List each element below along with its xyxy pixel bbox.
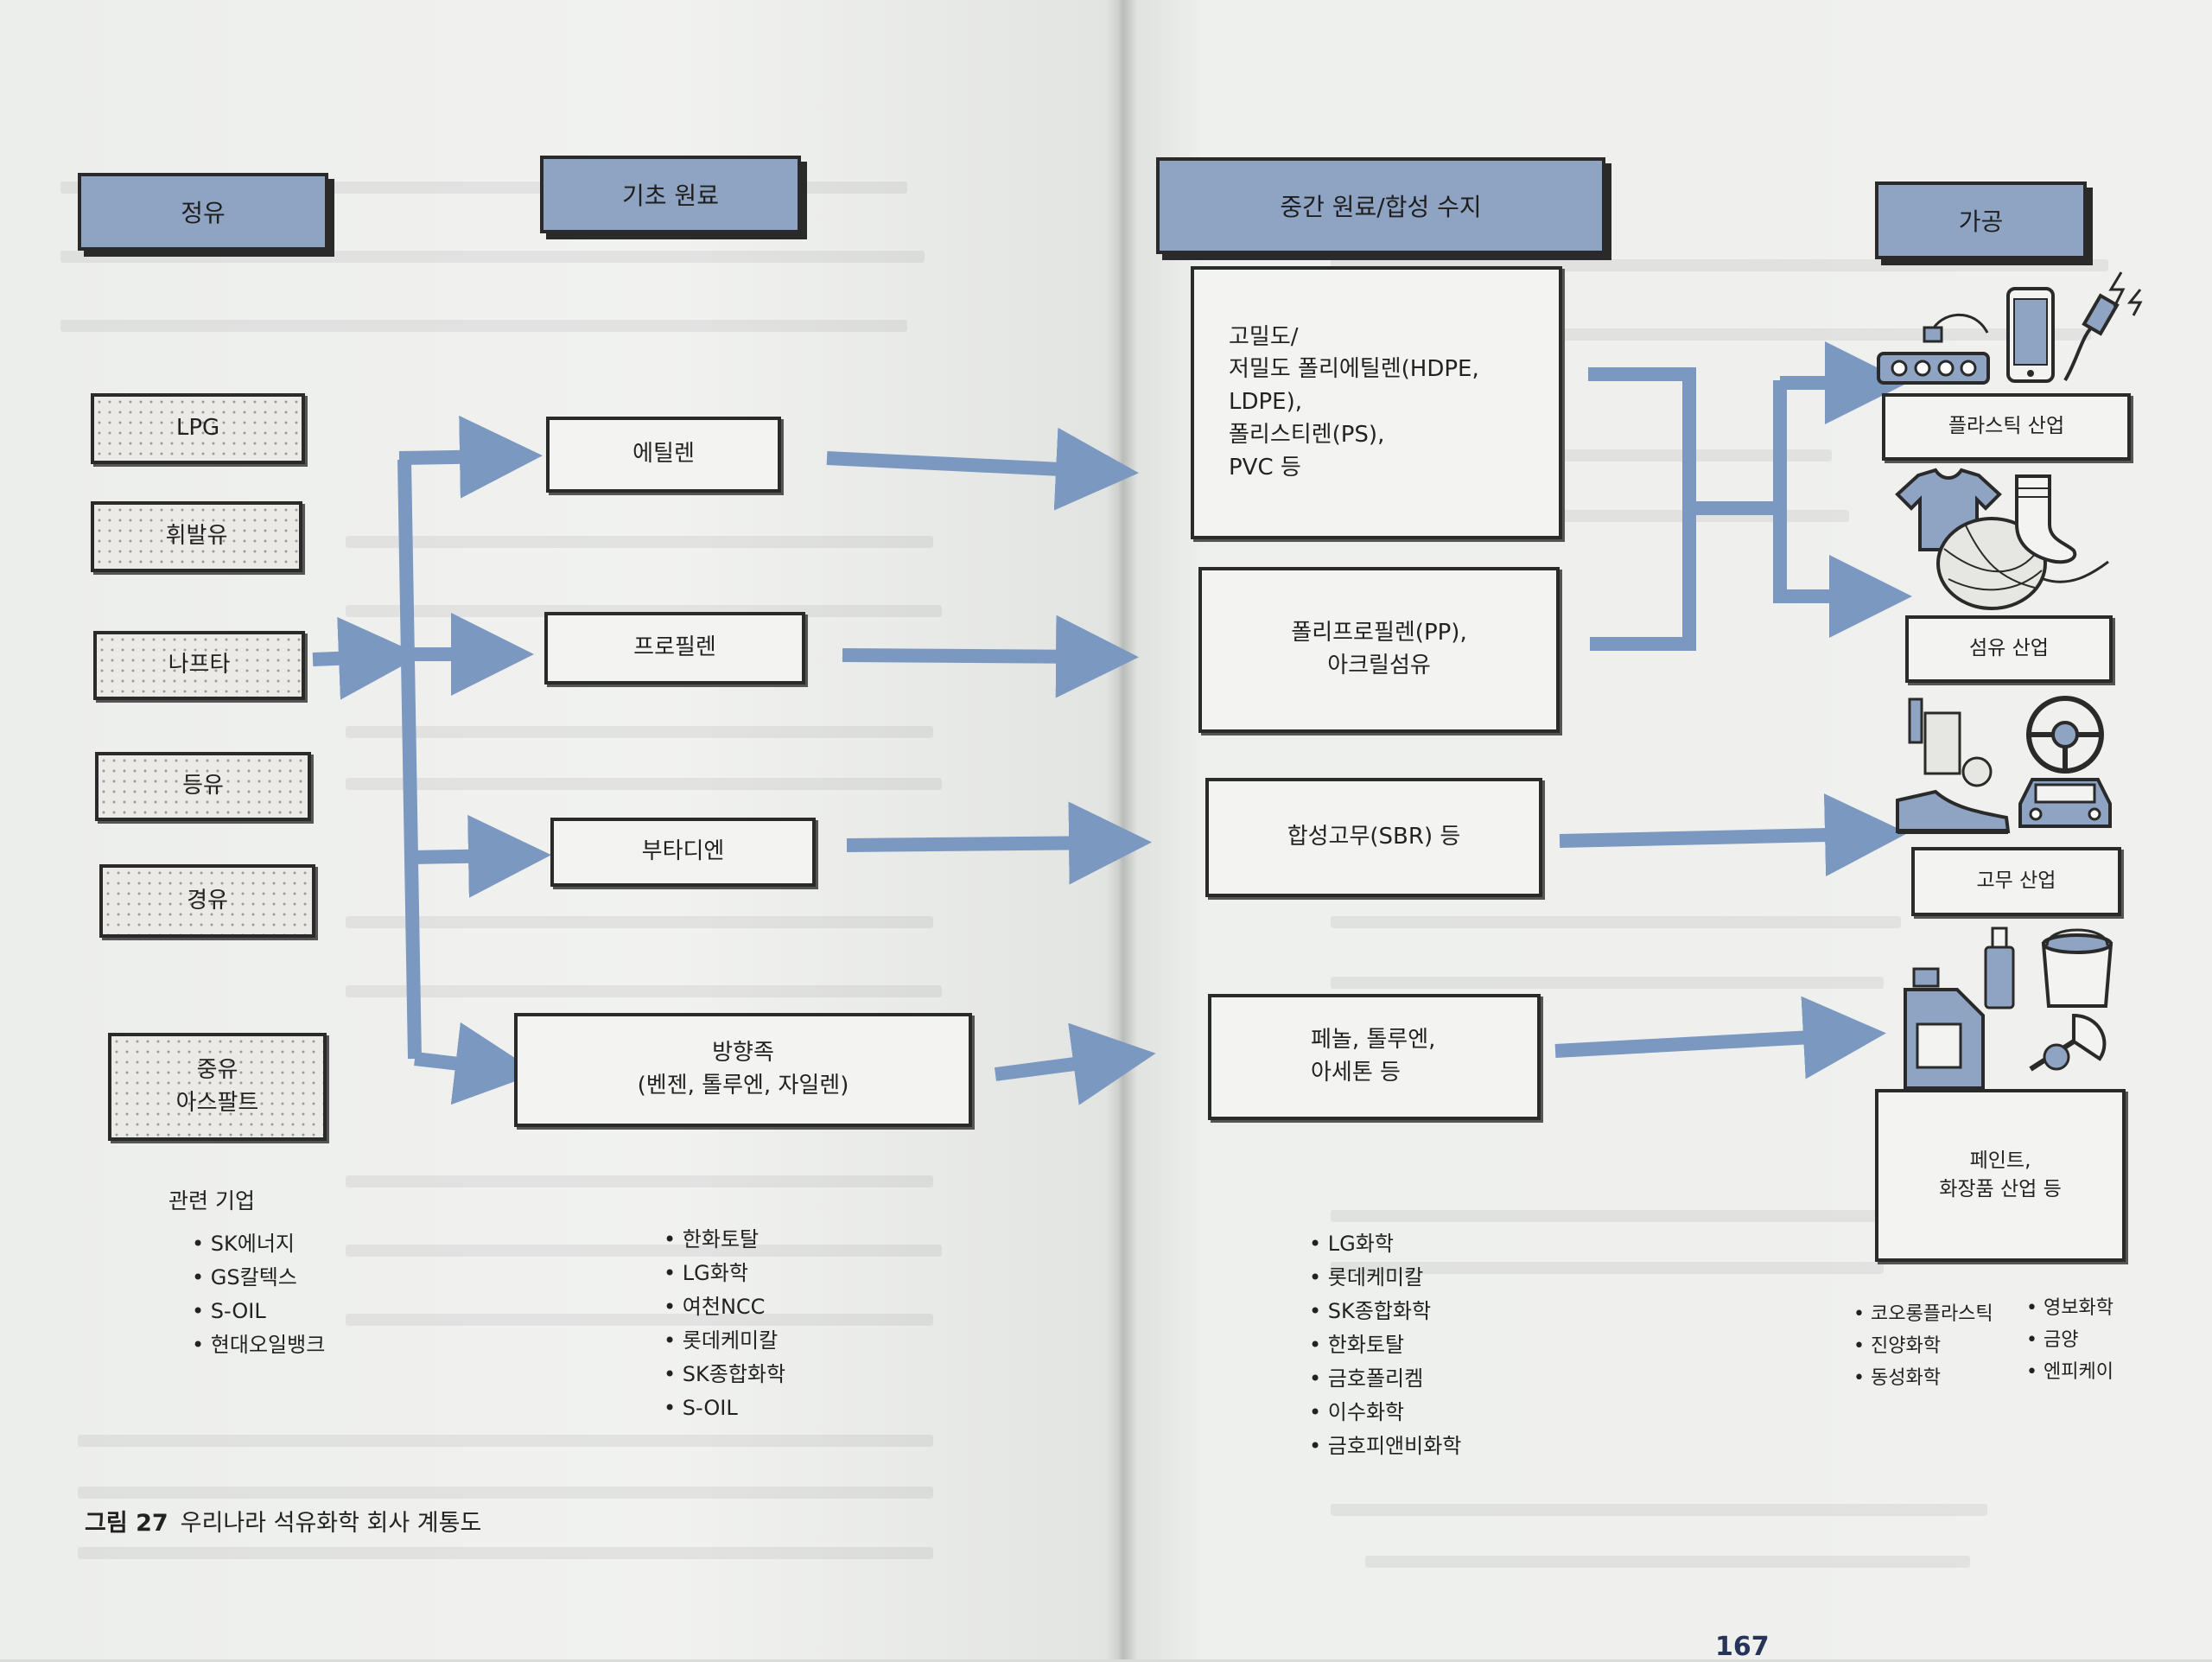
arrow-rubber: [1559, 793, 1908, 877]
header-processing: 가공: [1875, 181, 2087, 259]
company-item: 코오롱플라스틱: [1853, 1298, 1993, 1330]
company-item: S-OIL: [192, 1295, 325, 1328]
header-intermediate: 중간 원료/합성 수지: [1156, 157, 1605, 254]
companies-basic: 한화토탈 LG화학 여천NCC 롯데케미칼 SK종합화학 S-OIL: [664, 1223, 785, 1425]
smartphone-icon: [2006, 287, 2055, 383]
company-item: 영보화학: [2026, 1292, 2113, 1324]
box-polypropylene: 폴리프로필렌(PP), 아크릴섬유: [1198, 567, 1560, 733]
companies-processing-b: 영보화학 금양 엔피케이: [2026, 1292, 2113, 1388]
box-propylene: 프로필렌: [544, 612, 805, 685]
company-item: 엔피케이: [2026, 1356, 2113, 1388]
box-naphtha: 나프타: [93, 631, 305, 700]
bracket-to-plastic-fiber: [1588, 367, 1696, 651]
company-item: 한화토탈: [1309, 1328, 1461, 1362]
box-plastic-industry: 플라스틱 산업: [1882, 393, 2131, 461]
racket-icon: [1908, 697, 1993, 787]
company-item: 금양: [2026, 1324, 2113, 1356]
arrow-aromatics: [414, 1022, 538, 1105]
company-item: 진양화학: [1853, 1330, 1993, 1362]
header-basic-materials: 기초 원료: [540, 156, 801, 233]
box-rubber-industry: 고무 산업: [1911, 847, 2121, 916]
box-ethylene: 에틸렌: [546, 417, 781, 493]
paint-bucket-icon: [2041, 928, 2113, 1008]
company-item: 여천NCC: [664, 1290, 785, 1324]
lotion-icon: [1984, 927, 2015, 1009]
arrow-basic-4: [994, 1022, 1156, 1105]
company-item: LG화학: [664, 1257, 785, 1290]
company-item: 이수화학: [1309, 1396, 1461, 1430]
box-synthetic-rubber: 합성고무(SBR) 등: [1205, 778, 1542, 897]
charger-icon: [1923, 313, 1989, 343]
cosmetic-brush-icon: [2029, 1013, 2107, 1072]
company-item: 금호폴리켐: [1309, 1362, 1461, 1396]
arrow-butadiene: [410, 814, 551, 898]
company-item: GS칼텍스: [192, 1261, 325, 1295]
box-heavy-oil-asphalt: 중유 아스팔트: [108, 1033, 327, 1141]
page-number: 167: [1715, 1632, 1770, 1662]
header-refining: 정유: [78, 173, 328, 251]
company-item: 롯데케미칼: [664, 1324, 785, 1358]
company-item: SK종합화학: [1309, 1295, 1461, 1328]
company-item: S-OIL: [664, 1391, 785, 1425]
companies-processing-a: 코오롱플라스틱 진양화학 동성화학: [1853, 1298, 1993, 1394]
sport-shoe-icon: [1896, 789, 2011, 834]
detergent-bottle-icon: [1904, 967, 1985, 1090]
companies-intermediate: LG화학 롯데케미칼 SK종합화학 한화토탈 금호폴리켐 이수화학 금호피앤비화…: [1309, 1227, 1462, 1463]
box-butadiene: 부타디엔: [550, 818, 816, 887]
car-icon: [2018, 778, 2112, 828]
arrow-naphtha: [312, 616, 422, 700]
arrow-basic-3: [846, 801, 1152, 885]
arrow-paint: [1554, 996, 1886, 1079]
company-item: 롯데케미칼: [1309, 1261, 1461, 1295]
arrow-plastic: [1773, 341, 1908, 424]
box-kerosene: 등유: [95, 752, 311, 821]
arrow-basic-2: [842, 614, 1139, 698]
box-polyethylene: 고밀도/ 저밀도 폴리에틸렌(HDPE, LDPE), 폴리스티렌(PS), P…: [1191, 266, 1562, 539]
charger-icon-2: [2063, 271, 2143, 382]
box-gasoline: 휘발유: [91, 501, 302, 572]
figure-caption: 그림 27 우리나라 석유화학 회사 계통도: [85, 1504, 481, 1538]
box-phenol: 페놀, 톨루엔, 아세톤 등: [1208, 994, 1541, 1120]
box-aromatics: 방향족 (벤젠, 톨루엔, 자일렌): [514, 1013, 972, 1127]
steering-wheel-icon: [2026, 696, 2104, 774]
companies-refining: SK에너지 GS칼텍스 S-OIL 현대오일뱅크: [192, 1227, 325, 1362]
figure-number: 그림 27: [85, 1510, 168, 1537]
company-item: LG화학: [1309, 1227, 1461, 1261]
company-item: 현대오일뱅크: [192, 1328, 325, 1362]
company-item: SK에너지: [192, 1227, 325, 1261]
arrow-ethylene: [398, 415, 543, 499]
box-fiber-industry: 섬유 산업: [1905, 615, 2113, 683]
arrow-basic-1: [826, 427, 1139, 511]
related-companies-label: 관련 기업: [168, 1188, 255, 1213]
company-item: 동성화학: [1853, 1362, 1993, 1394]
power-strip-icon: [1877, 352, 1990, 385]
figure-title: 우리나라 석유화학 회사 계통도: [180, 1510, 482, 1537]
yarn-icon: [1936, 517, 2109, 610]
box-paint-cosmetics-industry: 페인트, 화장품 산업 등: [1875, 1089, 2126, 1262]
company-item: 한화토탈: [664, 1223, 785, 1257]
box-lpg: LPG: [91, 393, 305, 464]
trunk-left: [397, 459, 422, 1060]
company-item: SK종합화학: [664, 1358, 785, 1391]
box-diesel: 경유: [99, 864, 315, 938]
socks-icon: [2015, 474, 2077, 564]
company-item: 금호피앤비화학: [1309, 1430, 1462, 1463]
